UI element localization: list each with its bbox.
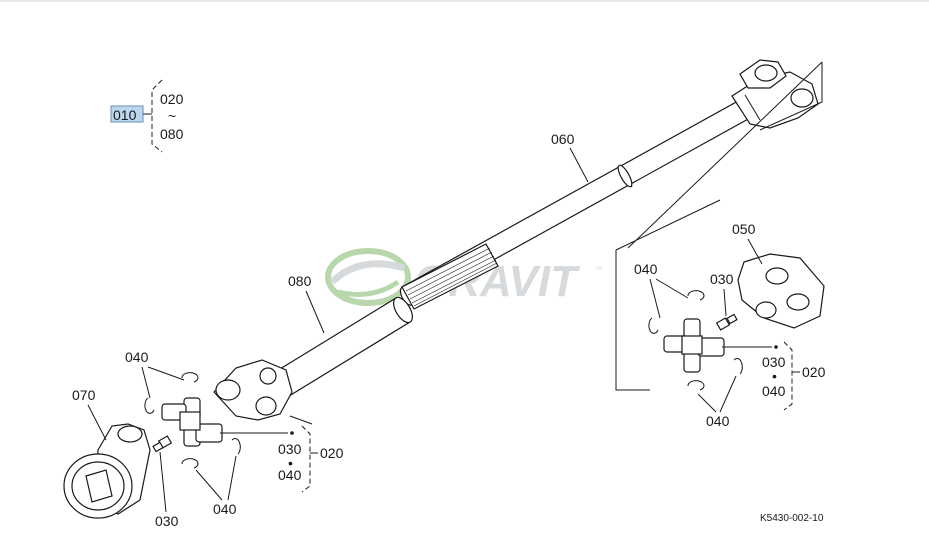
label-right-040-bottom[interactable]: 040: [706, 413, 730, 429]
label-right-dot: •: [772, 368, 777, 384]
yoke-080-hole-a: [215, 379, 241, 401]
leader-l030-bottom: [159, 451, 167, 513]
label-right-020[interactable]: 020: [802, 364, 826, 380]
leader-r040-a: [649, 278, 661, 319]
group-010[interactable]: 010: [110, 105, 144, 123]
yoke-060-neck: [744, 94, 761, 121]
bracket-right-020: [783, 341, 793, 411]
label-right-030-mid[interactable]: 030: [762, 354, 786, 370]
figure-code: K5430-002-10: [760, 513, 824, 524]
yoke-080-hole-b: [255, 396, 277, 416]
gravit-logo-icon: [325, 248, 411, 306]
label-060[interactable]: 060: [551, 131, 575, 147]
yoke-070[interactable]: [63, 423, 151, 519]
label-010-020[interactable]: 020: [160, 91, 184, 107]
cross-left[interactable]: [161, 397, 223, 447]
ring-right-3: [687, 380, 705, 391]
leader-l040-d: [227, 455, 237, 501]
label-right-040-mid[interactable]: 040: [762, 383, 786, 399]
label-left-040-bottom[interactable]: 040: [213, 501, 237, 517]
yoke-060-hole-top: [754, 64, 778, 82]
label-050[interactable]: 050: [732, 221, 756, 237]
frame-060-edge: [759, 62, 823, 131]
label-right-040-top[interactable]: 040: [634, 261, 658, 277]
yoke-070-hole: [117, 425, 143, 443]
leader-l040-b: [147, 366, 185, 381]
cross-right[interactable]: [663, 318, 725, 373]
dot-left-030: [290, 431, 294, 435]
snap-rings-right[interactable]: [648, 290, 743, 391]
label-right-030-top[interactable]: 030: [710, 271, 734, 287]
shaft-060-splines: [401, 243, 499, 310]
cross-right-arm-bottom: [683, 351, 701, 373]
leader-050: [747, 238, 763, 265]
label-010-080[interactable]: 080: [160, 126, 184, 142]
leader-060: [569, 147, 589, 183]
leader-r030-top: [723, 288, 727, 317]
snap-rings-left[interactable]: [144, 372, 241, 469]
yoke-070-splined-bore: [85, 469, 113, 503]
frame-right-top: [615, 199, 721, 251]
gravit-trademark: ™: [595, 265, 603, 274]
shaft-060-collar: [617, 164, 633, 188]
ring-left-3: [181, 458, 199, 469]
yoke-080-hole-c: [259, 367, 277, 385]
frame-060-diag: [627, 61, 823, 249]
grease-nipple-left[interactable]: [152, 435, 173, 453]
leader-080: [305, 290, 325, 334]
label-left-040-mid[interactable]: 040: [278, 467, 302, 483]
yoke-050-hole-top: [765, 267, 789, 285]
frame-right-left: [615, 250, 650, 391]
cross-right-hub: [681, 335, 703, 355]
nipple-right-body: [715, 317, 731, 331]
spline-lines: [405, 247, 498, 307]
ring-right-1: [687, 290, 705, 301]
ring-left-2: [144, 397, 155, 414]
leader-070: [87, 404, 107, 441]
shaft-080-bore: [393, 296, 413, 324]
label-080[interactable]: 080: [288, 273, 312, 289]
frame-080-edge: [289, 415, 313, 425]
label-left-030-mid[interactable]: 030: [278, 441, 302, 457]
leader-r040-c: [697, 393, 717, 413]
bracket-left-020: [301, 425, 311, 493]
nipple-right-tip: [726, 313, 738, 325]
leader-l040-c: [195, 469, 223, 501]
ring-right-4: [733, 358, 743, 375]
leader-r040-b: [655, 278, 689, 299]
label-left-040-top[interactable]: 040: [125, 349, 149, 365]
yoke-050-hole-side: [755, 301, 777, 319]
ring-left-4: [231, 438, 241, 455]
cross-left-hub: [179, 411, 201, 431]
ring-right-2: [648, 317, 659, 334]
nipple-left-tip: [152, 441, 164, 453]
label-010[interactable]: 010: [113, 107, 137, 123]
label-left-020[interactable]: 020: [320, 445, 344, 461]
grease-nipple-right[interactable]: [715, 313, 738, 331]
leader-l040-a: [141, 366, 151, 399]
yoke-050-body: [737, 253, 825, 329]
bracket-010: [151, 79, 163, 153]
label-left-030-bottom[interactable]: 030: [155, 513, 179, 529]
ring-left-1: [181, 372, 199, 383]
yoke-060-hole-bottom: [790, 88, 814, 108]
leader-r040-d: [719, 375, 737, 413]
yoke-080-end[interactable]: [213, 359, 293, 421]
label-010-tilde: ~: [168, 108, 176, 124]
dot-right-030: [774, 345, 778, 349]
yoke-050[interactable]: [737, 253, 825, 329]
label-070[interactable]: 070: [72, 387, 96, 403]
yoke-050-hole-bottom: [786, 293, 810, 311]
label-left-dot: •: [288, 455, 293, 471]
